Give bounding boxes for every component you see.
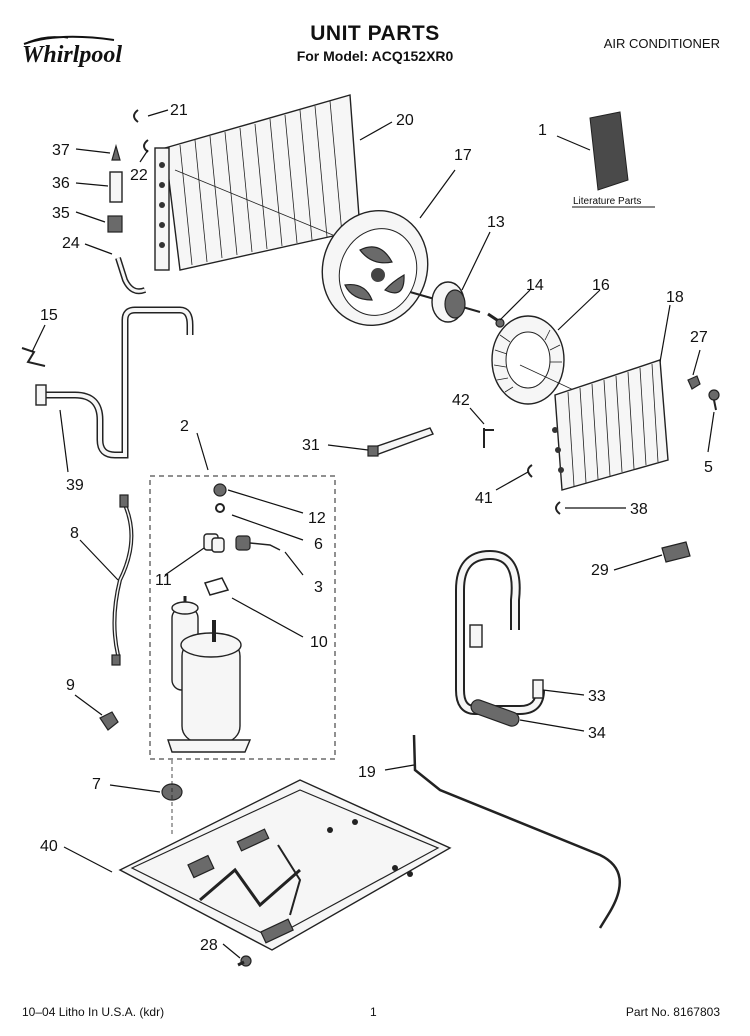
part-label-6: 6 <box>314 536 323 553</box>
part-label-12: 12 <box>308 510 326 527</box>
part-condenser-coil <box>154 94 361 271</box>
part-label-5: 5 <box>704 459 713 476</box>
part-literature <box>589 111 629 191</box>
part-label-36: 36 <box>52 175 70 192</box>
part-label-27: 27 <box>690 329 708 346</box>
part-label-38: 38 <box>630 501 648 518</box>
part-tube-36 <box>109 171 123 203</box>
part-screw-28 <box>237 955 252 967</box>
leader-lines <box>31 109 715 959</box>
part-label-11: 11 <box>155 572 172 589</box>
part-label-18: 18 <box>666 289 684 306</box>
part-compressor-assembly <box>149 475 336 760</box>
part-label-10: 10 <box>310 634 328 651</box>
part-label-34: 34 <box>588 725 606 742</box>
svg-text:Whirlpool: Whirlpool <box>22 42 122 68</box>
part-label-8: 8 <box>70 525 79 542</box>
part-clip-38 <box>555 501 561 515</box>
part-label-41: 41 <box>475 490 493 507</box>
part-wire-rod-19 <box>412 734 621 929</box>
part-evaporator-coil <box>552 359 669 491</box>
part-tubing-39 <box>35 306 194 459</box>
part-insulation-34 <box>470 699 520 727</box>
part-label-42: 42 <box>452 392 470 409</box>
part-label-20: 20 <box>396 112 414 129</box>
part-label-16: 16 <box>592 277 610 294</box>
part-grommet-7 <box>161 760 183 835</box>
part-label-39: 39 <box>66 477 84 494</box>
part-blower-wheel <box>491 315 596 405</box>
part-label-22: 22 <box>130 167 148 184</box>
part-label-15: 15 <box>40 307 58 324</box>
literature-parts-label: Literature Parts <box>573 196 641 207</box>
part-clip-15 <box>21 347 46 367</box>
page-title: UNIT PARTS <box>310 22 440 45</box>
part-clip-21 <box>133 109 139 123</box>
part-label-33: 33 <box>588 688 606 705</box>
part-label-9: 9 <box>66 677 75 694</box>
part-tubing-33 <box>455 549 545 715</box>
part-label-28: 28 <box>200 937 218 954</box>
part-label-31: 31 <box>302 437 320 454</box>
product-category: AIR CONDITIONER <box>603 36 720 51</box>
part-number: Part No. 8167803 <box>625 1005 720 1019</box>
part-clip-41 <box>527 464 533 478</box>
part-label-2: 2 <box>180 418 189 435</box>
part-label-14: 14 <box>526 277 544 294</box>
part-cap-37 <box>111 143 121 161</box>
part-label-29: 29 <box>591 562 609 579</box>
part-tube-24 <box>115 257 147 295</box>
part-label-35: 35 <box>52 205 70 222</box>
part-label-7: 7 <box>92 776 101 793</box>
part-wire-harness <box>111 494 134 666</box>
part-label-19: 19 <box>358 764 376 781</box>
part-valve-35 <box>107 215 123 233</box>
part-base-pan <box>118 779 452 951</box>
part-label-37: 37 <box>52 142 70 159</box>
part-29 <box>661 541 691 563</box>
part-label-21: 21 <box>170 102 188 119</box>
part-screw-14 <box>487 312 505 328</box>
part-screw-5 <box>708 389 720 411</box>
page-number: 1 <box>370 1005 377 1019</box>
part-label-17: 17 <box>454 147 472 164</box>
part-label-1: 1 <box>538 122 547 139</box>
whirlpool-logo: Whirlpool <box>18 30 148 75</box>
part-label-40: 40 <box>40 838 58 855</box>
part-label-24: 24 <box>62 235 80 252</box>
part-bracket-9 <box>99 711 119 731</box>
part-fan-blade <box>321 209 429 327</box>
part-fan-motor <box>409 281 481 323</box>
model-line: For Model: ACQ152XR0 <box>296 48 454 64</box>
whirlpool-logo-mark: Whirlpool <box>22 35 122 68</box>
part-tie-strap <box>367 427 434 457</box>
part-clip-42 <box>483 428 494 448</box>
print-info: 10–04 Litho In U.S.A. (kdr) <box>22 1005 165 1019</box>
part-nut-27 <box>687 375 701 390</box>
part-label-13: 13 <box>487 214 505 231</box>
part-label-3: 3 <box>314 579 323 596</box>
